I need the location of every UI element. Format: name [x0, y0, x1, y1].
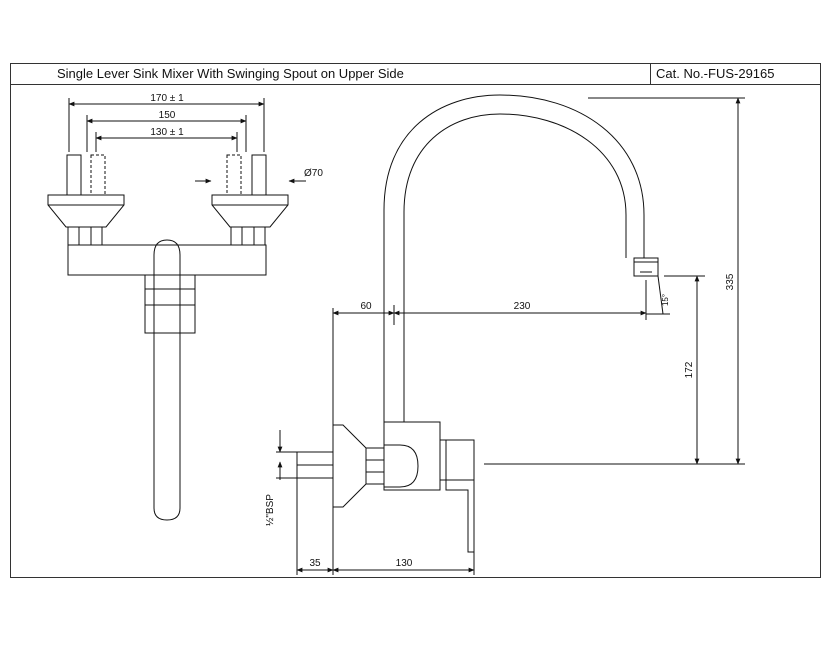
dim-outer-label: 170 ± 1: [150, 93, 184, 104]
drawing-title: Single Lever Sink Mixer With Swinging Sp…: [57, 66, 404, 81]
dim-172-label: 172: [684, 361, 695, 378]
side-view: [276, 94, 745, 575]
dim-flange-label: Ø70: [304, 168, 323, 179]
dim-335-label: 335: [725, 273, 736, 290]
dim-inner-label: 130 ± 1: [150, 127, 184, 138]
spout-angle-label: 15°: [661, 294, 670, 306]
title-divider: [650, 63, 651, 85]
dim-35-label: 35: [309, 558, 321, 569]
title-row: [10, 63, 821, 85]
dim-130-label: 130: [396, 558, 413, 569]
dim-middle-label: 150: [159, 110, 176, 121]
thread-size-label: ½"BSP: [265, 494, 276, 526]
front-view: [47, 98, 306, 521]
dim-230-label: 230: [514, 301, 531, 312]
catalog-number: Cat. No.-FUS-29165: [656, 66, 775, 81]
dim-60-label: 60: [360, 301, 372, 312]
